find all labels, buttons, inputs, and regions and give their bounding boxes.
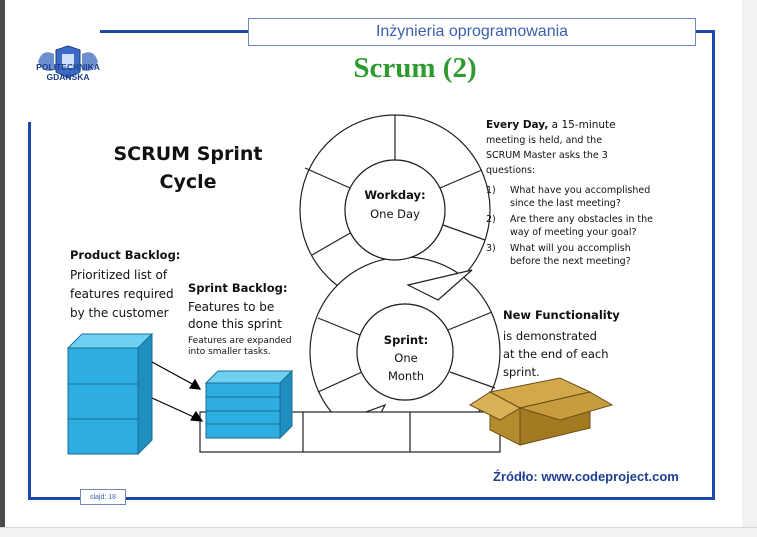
pb-line: Prioritized list of [70,268,168,282]
every-day-line1: a 15-minute [548,119,616,131]
product-backlog-title: Product Backlog: [70,248,181,262]
cycle-title: SCRUM Sprint Cycle [108,140,268,196]
every-day-line: meeting is held, and the [486,135,603,146]
question-item: 2) Are there any obstacles in the way of… [486,213,656,239]
sprint-label: Sprint: One Month [376,331,436,385]
university-logo-icon [38,45,98,79]
nf-line: sprint. [503,365,540,379]
slide-frame-right [712,30,715,500]
window-bottom-margin [0,527,757,537]
slide-title: Scrum (2) [353,52,477,84]
every-day-title: Every Day, [486,119,549,131]
scrum-questions-list: 1) What have you accomplished since the … [486,184,656,271]
cycle-title-line1: SCRUM Sprint [113,143,263,165]
workday-arrow-head [406,269,473,301]
question-text: What will you accomplish before the next… [510,243,631,267]
sb-note-line: Features are expanded [188,336,292,346]
question-text: What have you accomplished since the las… [510,185,651,209]
question-item: 1) What have you accomplished since the … [486,184,656,210]
workday-value: One Day [370,207,420,221]
workday-title: Workday: [364,188,426,202]
university-name: POLITECHNIKA GDAŃSKA [18,62,118,82]
sprint-backlog-note: Features are expanded into smaller tasks… [188,336,292,358]
window-left-edge [0,0,5,536]
pb-line: features required [70,287,174,301]
product-backlog-stack [66,332,154,456]
slide-frame-left [28,122,31,500]
delivered-box-icon [468,377,614,446]
pb-line: by the customer [70,306,169,320]
window-right-margin [742,0,757,536]
backlog-arrows [151,361,204,422]
every-day-description: Every Day, a 15-minute meeting is held, … [486,118,656,178]
question-number: 1) [486,185,496,196]
product-backlog-description: Prioritized list of features required by… [70,266,174,323]
sb-line: Features to be [188,300,275,314]
source-credit: Źródło: www.codeproject.com [493,469,679,484]
slide-frame-bottom [28,497,715,500]
new-functionality-description: is demonstrated at the end of each sprin… [503,327,653,381]
sprint-backlog-stack [204,369,294,440]
sprint-backlog-description: Features to be done this sprint [188,299,282,333]
nf-line: is demonstrated [503,329,597,343]
nf-line: at the end of each [503,347,609,361]
question-item: 3) What will you accomplish before the n… [486,242,656,268]
question-text: Are there any obstacles in the way of me… [510,214,653,238]
course-title: Inżynieria oprogramowania [248,18,696,46]
sb-line: done this sprint [188,317,282,331]
sprint-value-2: Month [387,369,425,383]
sprint-hub [356,303,454,401]
sb-note-line: into smaller tasks. [188,347,271,357]
every-day-line: SCRUM Master asks the 3 [486,150,608,161]
logo-line-1: POLITECHNIKA [36,62,100,72]
sprint-title: Sprint: [383,333,429,347]
sprint-backlog-title: Sprint Backlog: [188,281,288,295]
slide-number: slajd: 18 [80,489,126,505]
new-functionality-title: New Functionality [503,308,620,322]
cycle-title-line2: Cycle [159,171,217,193]
workday-hub [344,159,446,261]
every-day-line: questions: [486,165,536,176]
logo-line-2: GDAŃSKA [46,72,90,82]
workday-label: Workday: One Day [355,186,435,224]
question-number: 2) [486,214,496,225]
question-number: 3) [486,243,496,254]
sprint-value-1: One [394,351,418,365]
